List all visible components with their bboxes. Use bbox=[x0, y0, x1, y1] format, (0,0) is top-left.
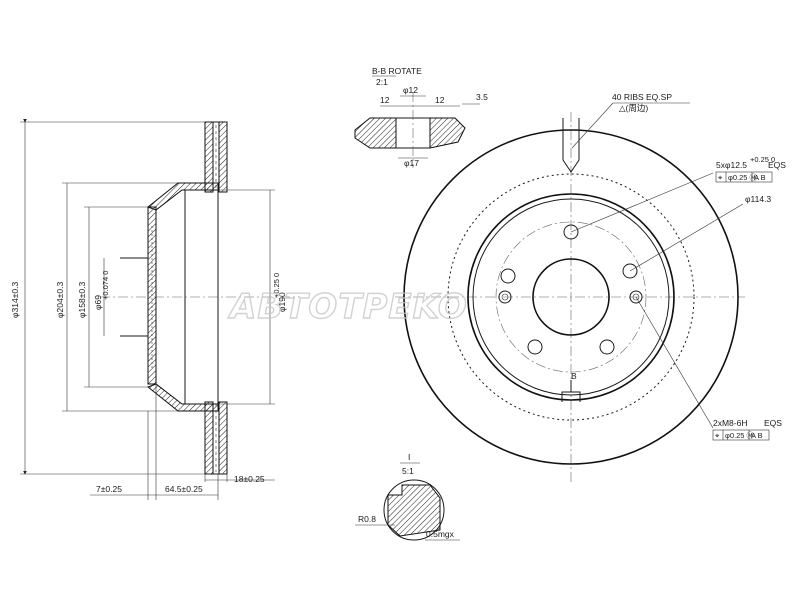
bb-dim-12a: 12 bbox=[380, 95, 390, 105]
section-bb-scale: 2:1 bbox=[376, 77, 388, 87]
detail-i-depth: 0.5mgx bbox=[426, 529, 455, 539]
dim-18: 18±0.25 bbox=[234, 474, 265, 484]
ribs-sub: △(周边) bbox=[619, 103, 648, 113]
watermark-logo: ABTOTPEKO bbox=[227, 287, 468, 327]
pcd-label: φ114.3 bbox=[745, 194, 771, 204]
threads-eqs: EQS bbox=[764, 418, 782, 428]
bb-dim-17: φ17 bbox=[404, 158, 419, 168]
front-view: 40 RIBS EQ.SP △(周边) 5xφ12.5 +0.25 0 EQS … bbox=[395, 92, 786, 485]
holes-eqs: EQS bbox=[768, 160, 786, 170]
dim-7: 7±0.25 bbox=[96, 484, 122, 494]
holes-tol: +0.25 0 bbox=[750, 155, 775, 164]
ribs-label: 40 RIBS EQ.SP bbox=[612, 92, 672, 102]
detail-i: I 5:1 R0.8 0.5mgx bbox=[355, 452, 460, 541]
holes-label: 5xφ12.5 bbox=[716, 160, 747, 170]
bb-dim-3-5: 3.5 bbox=[476, 92, 488, 102]
dim-190: φ190 bbox=[277, 292, 287, 312]
dim-158: φ158±0.3 bbox=[77, 282, 87, 318]
holes-frame-c: A B bbox=[754, 173, 766, 182]
dim-64-5: 64.5±0.25 bbox=[165, 484, 203, 494]
holes-frame-a: ⌖ bbox=[718, 173, 723, 182]
dim-69: φ69 bbox=[93, 295, 103, 310]
threads-frame-a: ⌖ bbox=[715, 431, 720, 440]
side-section-view: φ314±0.3 φ204±0.3 φ158±0.3 φ69 +0.074 0 … bbox=[10, 119, 300, 500]
threads-frame-c: A B bbox=[751, 431, 763, 440]
bb-dim-12b: 12 bbox=[435, 95, 445, 105]
dim-190-tol: +0.25 0 bbox=[272, 273, 281, 298]
threads-label: 2xM8-6H bbox=[713, 418, 747, 428]
bb-dim-12: φ12 bbox=[403, 85, 418, 95]
detail-i-scale: 5:1 bbox=[402, 466, 414, 476]
holes-frame-b: φ0.25 Ⓜ bbox=[728, 173, 758, 182]
threads-frame-b: φ0.25 Ⓜ bbox=[725, 431, 755, 440]
dim-69-tol: +0.074 0 bbox=[101, 271, 110, 300]
dim-204: φ204±0.3 bbox=[55, 282, 65, 318]
section-bb: B-B ROTATE 2:1 φ12 12 12 3.5 φ17 bbox=[354, 66, 488, 168]
dim-314: φ314±0.3 bbox=[10, 282, 20, 318]
detail-i-title: I bbox=[408, 452, 410, 462]
label-b: B bbox=[571, 371, 577, 381]
section-bb-title: B-B ROTATE bbox=[372, 66, 422, 76]
detail-i-radius: R0.8 bbox=[358, 514, 376, 524]
